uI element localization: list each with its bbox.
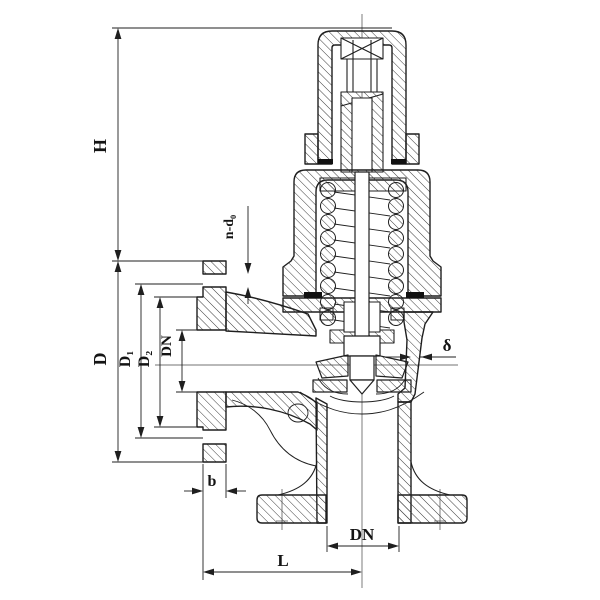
- spindle: [354, 171, 370, 339]
- gasket-left: [304, 292, 322, 298]
- washer-right: [390, 307, 405, 321]
- inlet-flange-left: [256, 494, 327, 524]
- disc-assembly: [312, 335, 412, 395]
- dim-label-D1: D₁: [117, 351, 134, 368]
- dim-label-n-d0: n-d₀: [222, 215, 237, 239]
- lock-collar-right: [405, 133, 420, 165]
- dimension-labels: H n-d₀ D D₁ D₂ DN δ b DN L: [90, 139, 452, 570]
- dimension-lines: [112, 27, 456, 580]
- inlet-flange-right: [397, 494, 468, 524]
- outlet-flange: [196, 260, 227, 463]
- passage-top-wall: [225, 291, 317, 337]
- seal-left: [318, 159, 333, 164]
- dim-label-H: H: [90, 139, 110, 153]
- stem-sleeve: [340, 91, 384, 173]
- dim-label-DN-bottom: DN: [350, 525, 375, 544]
- dim-label-D2: D₂: [136, 351, 153, 368]
- adjusting-screw: [340, 37, 384, 93]
- spring: [320, 182, 404, 329]
- dim-label-L: L: [277, 551, 288, 570]
- pipe-flare-curves: [277, 461, 451, 496]
- gasket-right: [406, 292, 424, 298]
- dim-label-D: D: [90, 353, 110, 366]
- lock-collar-left: [304, 133, 319, 165]
- seal-right: [391, 159, 406, 164]
- dim-label-delta: δ: [443, 336, 452, 355]
- dim-label-DN-side: DN: [159, 335, 175, 357]
- passage-bottom-wall: [225, 391, 318, 431]
- pipe-wall-left: [315, 397, 328, 524]
- dim-label-b: b: [208, 473, 217, 490]
- washer-left: [319, 307, 334, 321]
